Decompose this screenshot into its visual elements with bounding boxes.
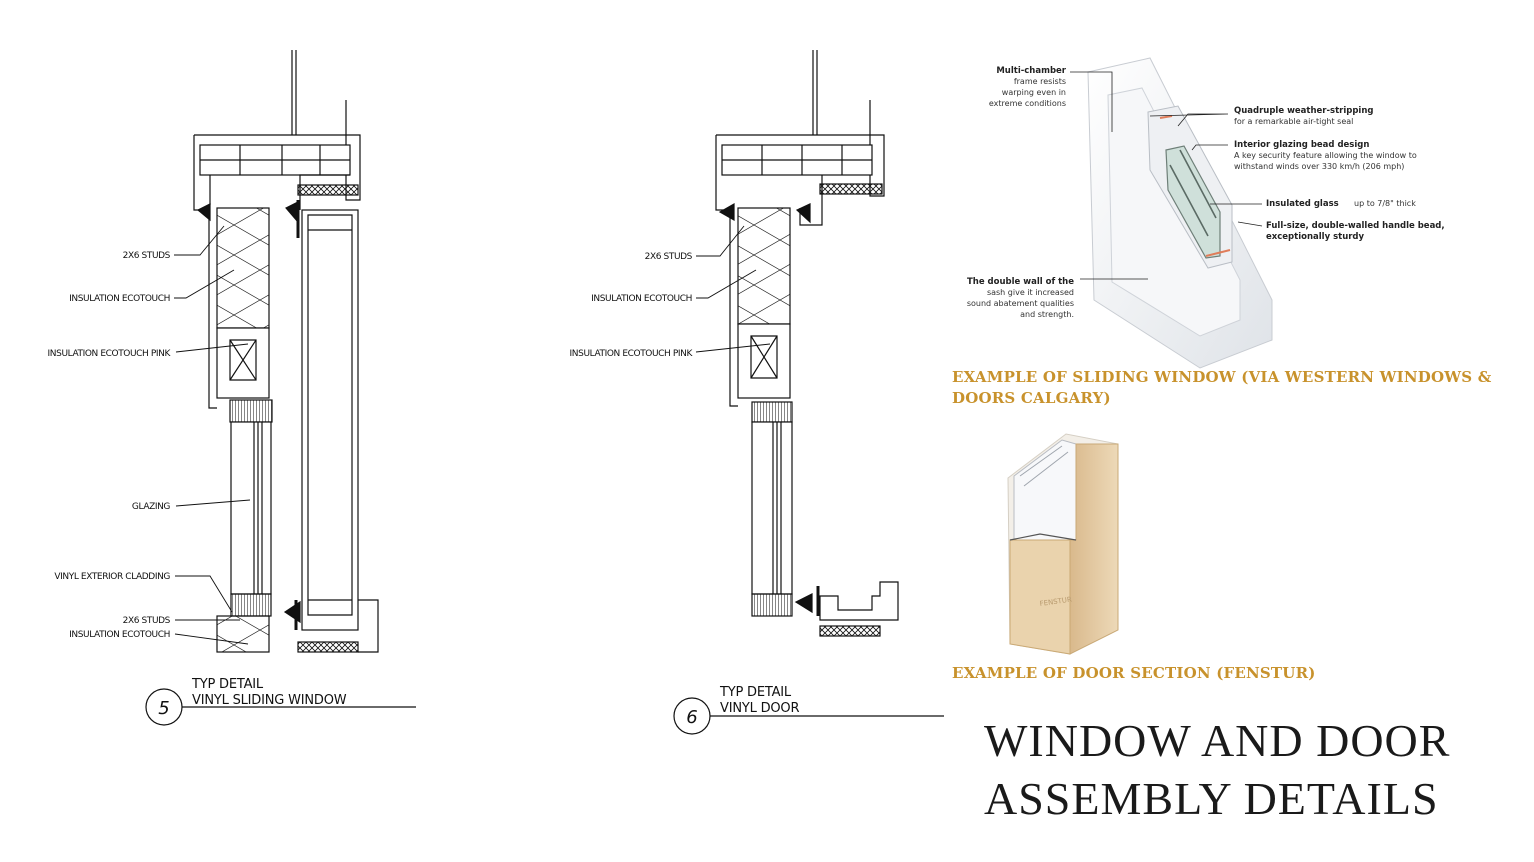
detail-6-labels: 2X6 STUDS INSULATION ECOTOUCH INSULATION… bbox=[570, 252, 694, 359]
slide-title-line1: WINDOW AND DOOR bbox=[984, 715, 1451, 766]
label-insulation-ecotouch-pink: INSULATION ECOTOUCH PINK bbox=[48, 349, 172, 359]
callout-frame-line2: warping even in bbox=[1002, 88, 1066, 97]
callout-frame-line3: extreme conditions bbox=[989, 99, 1066, 108]
detail-6-section-drawing bbox=[695, 50, 899, 637]
door-caption: EXAMPLE OF DOOR SECTION (FENSTUR) bbox=[952, 664, 1316, 682]
slide-title-line2: ASSEMBLY DETAILS bbox=[984, 773, 1439, 824]
door-section-image: FENSTUR bbox=[1007, 433, 1119, 655]
detail-5-section-drawing bbox=[174, 50, 379, 653]
callout-sash-title: The double wall of the bbox=[967, 277, 1074, 287]
callout-sash-line2: sound abatement qualities bbox=[967, 299, 1074, 308]
detail-5-title-line1: TYP DETAIL bbox=[191, 677, 264, 692]
callout-glass-line1: up to 7/8" thick bbox=[1354, 199, 1416, 208]
callout-glass-title: Insulated glass bbox=[1266, 199, 1339, 209]
label-2x6-studs-lower: 2X6 STUDS bbox=[123, 616, 171, 626]
label-insulation-ecotouch: INSULATION ECOTOUCH bbox=[591, 294, 692, 304]
detail-6-title-line2: VINYL DOOR bbox=[720, 701, 799, 716]
callout-bead-line2: withstand winds over 330 km/h (206 mph) bbox=[1234, 162, 1404, 171]
sliding-window-cutaway-image bbox=[1087, 57, 1273, 369]
window-callouts: Multi-chamber frame resists warping even… bbox=[967, 66, 1445, 319]
callout-handle-title: Full-size, double-walled handle bead, bbox=[1266, 221, 1445, 231]
detail-5-labels: 2X6 STUDS INSULATION ECOTOUCH INSULATION… bbox=[48, 251, 172, 640]
detail-6-title-line1: TYP DETAIL bbox=[719, 685, 792, 700]
label-vinyl-exterior-cladding: VINYL EXTERIOR CLADDING bbox=[54, 572, 170, 582]
window-caption-line1: EXAMPLE OF SLIDING WINDOW (VIA WESTERN W… bbox=[952, 368, 1492, 386]
callout-bead-title: Interior glazing bead design bbox=[1234, 140, 1369, 150]
detail-5-tag: 5 TYP DETAIL VINYL SLIDING WINDOW bbox=[145, 677, 416, 726]
label-glazing: GLAZING bbox=[132, 502, 171, 512]
callout-frame-title: Multi-chamber bbox=[996, 66, 1066, 76]
callout-sash-line1: sash give it increased bbox=[987, 288, 1074, 297]
callout-bead-line1: A key security feature allowing the wind… bbox=[1234, 151, 1417, 160]
detail-5-title-line2: VINYL SLIDING WINDOW bbox=[192, 693, 347, 708]
window-caption-line2: DOORS CALGARY) bbox=[952, 389, 1111, 407]
callout-weather-line1: for a remarkable air-tight seal bbox=[1234, 117, 1353, 126]
label-insulation-ecotouch-lower: INSULATION ECOTOUCH bbox=[69, 630, 170, 640]
detail-6-tag: 6 TYP DETAIL VINYL DOOR bbox=[673, 685, 944, 735]
label-2x6-studs: 2X6 STUDS bbox=[645, 252, 693, 262]
callout-frame-line1: frame resists bbox=[1014, 77, 1066, 86]
label-insulation-ecotouch-pink: INSULATION ECOTOUCH PINK bbox=[570, 349, 694, 359]
window-callout-leaders bbox=[1070, 71, 1263, 280]
callout-sash-line3: and strength. bbox=[1020, 310, 1074, 319]
detail-5-number: 5 bbox=[158, 698, 169, 719]
window-caption: EXAMPLE OF SLIDING WINDOW (VIA WESTERN W… bbox=[952, 367, 1492, 409]
slide-title: WINDOW AND DOOR ASSEMBLY DETAILS bbox=[984, 712, 1450, 828]
detail-6-number: 6 bbox=[686, 707, 697, 728]
label-2x6-studs: 2X6 STUDS bbox=[123, 251, 171, 261]
callout-weather-title: Quadruple weather-stripping bbox=[1234, 106, 1373, 116]
callout-handle-line1: exceptionally sturdy bbox=[1266, 232, 1365, 242]
label-insulation-ecotouch: INSULATION ECOTOUCH bbox=[69, 294, 170, 304]
